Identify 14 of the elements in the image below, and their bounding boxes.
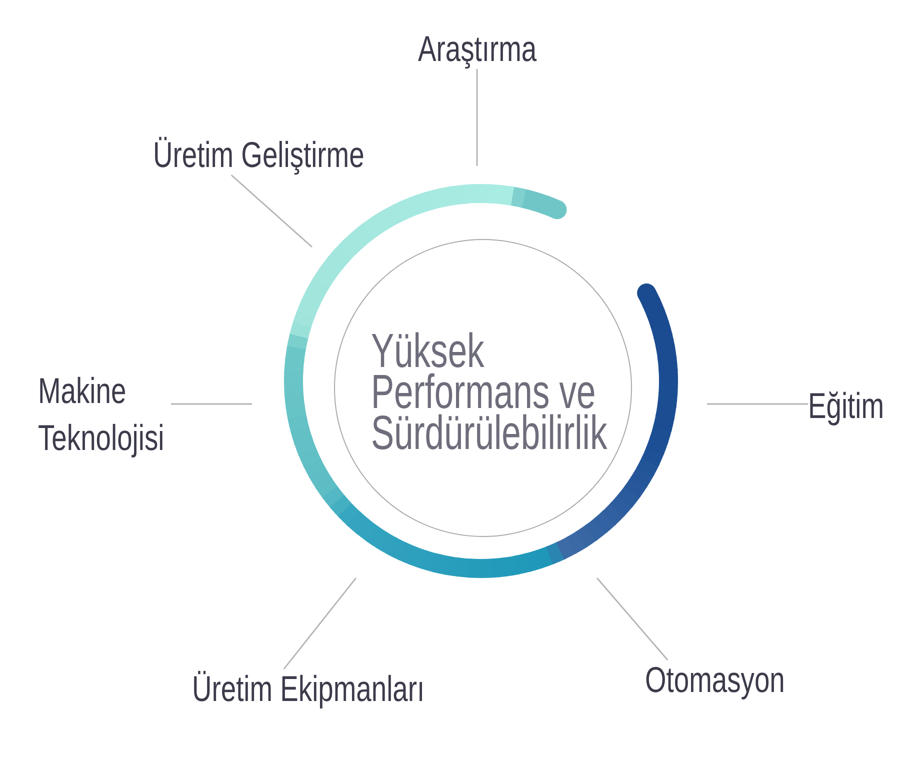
topic-label: Araştırma xyxy=(418,29,537,69)
topic-label: Otomasyon xyxy=(645,660,785,700)
leader-line xyxy=(283,578,357,670)
topic-label: Eğitim xyxy=(808,386,884,426)
leader-line xyxy=(707,403,808,405)
leader-line xyxy=(596,578,668,660)
leader-line xyxy=(230,174,312,248)
leader-line xyxy=(476,69,478,166)
topic-label: Makine Teknolojisi xyxy=(38,367,171,461)
center-title: Yüksek Performans ve Sürdürülebilirlik xyxy=(371,331,608,454)
topic-label: Üretim Ekipmanları xyxy=(192,669,425,709)
center-circle xyxy=(334,239,632,537)
leader-line xyxy=(171,403,252,405)
topic-label: Üretim Geliştirme xyxy=(153,135,364,175)
